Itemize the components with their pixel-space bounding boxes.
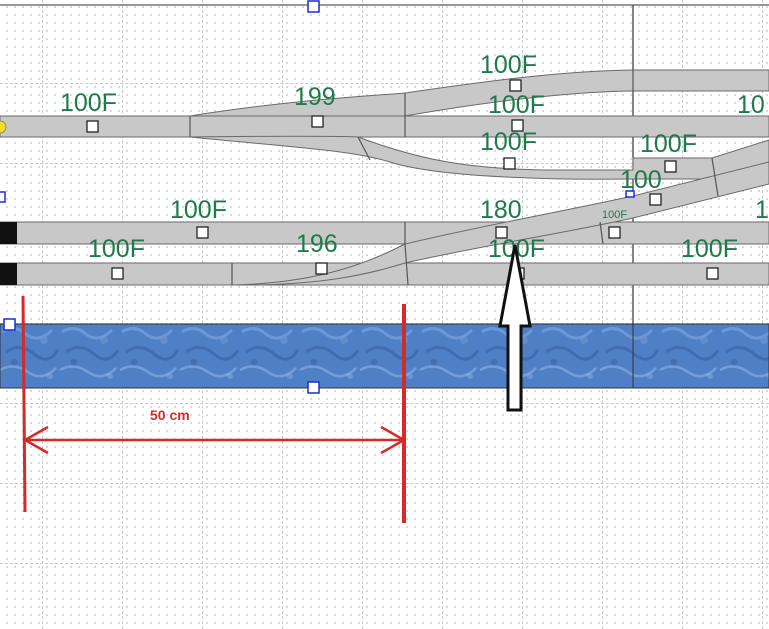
- track-crossing-diagonal[interactable]: [231, 161, 769, 286]
- buffer-stop-a: [0, 222, 17, 244]
- water-strip: [0, 323, 769, 389]
- label-mid-hidden-100: 100: [620, 166, 662, 194]
- connector-dot: [0, 120, 7, 134]
- track-mid-branch[interactable]: [189, 135, 769, 180]
- pointer-arrow-icon: [498, 244, 532, 412]
- track-upper-branch[interactable]: [189, 69, 769, 117]
- label-upper-right-10: 10: [737, 91, 765, 119]
- selection-handles[interactable]: [0, 0, 635, 394]
- label-upper-branch-100F: 100F: [480, 51, 537, 79]
- label-lower-left-100F: 100F: [170, 196, 227, 224]
- label-mid-branch-100F: 100F: [480, 128, 537, 156]
- label-right-edge-1: 1: [755, 196, 769, 224]
- label-upper-left-100F: 100F: [60, 89, 117, 117]
- label-bottom-left-100F: 100F: [88, 235, 145, 263]
- label-crossing-180: 180: [480, 196, 522, 224]
- label-turnout-196: 196: [296, 230, 338, 258]
- label-turnout-199: 199: [294, 83, 336, 111]
- dimension-50cm: 50 cm: [21, 295, 407, 523]
- dimension-label: 50 cm: [150, 407, 190, 423]
- label-small-100F: 100F: [602, 209, 627, 221]
- buffer-stop-b: [0, 263, 17, 285]
- label-mid-right-100F: 100F: [640, 130, 697, 158]
- label-bottom-right-100F: 100F: [681, 235, 738, 263]
- label-upper-hidden-100F: 100F: [488, 91, 545, 119]
